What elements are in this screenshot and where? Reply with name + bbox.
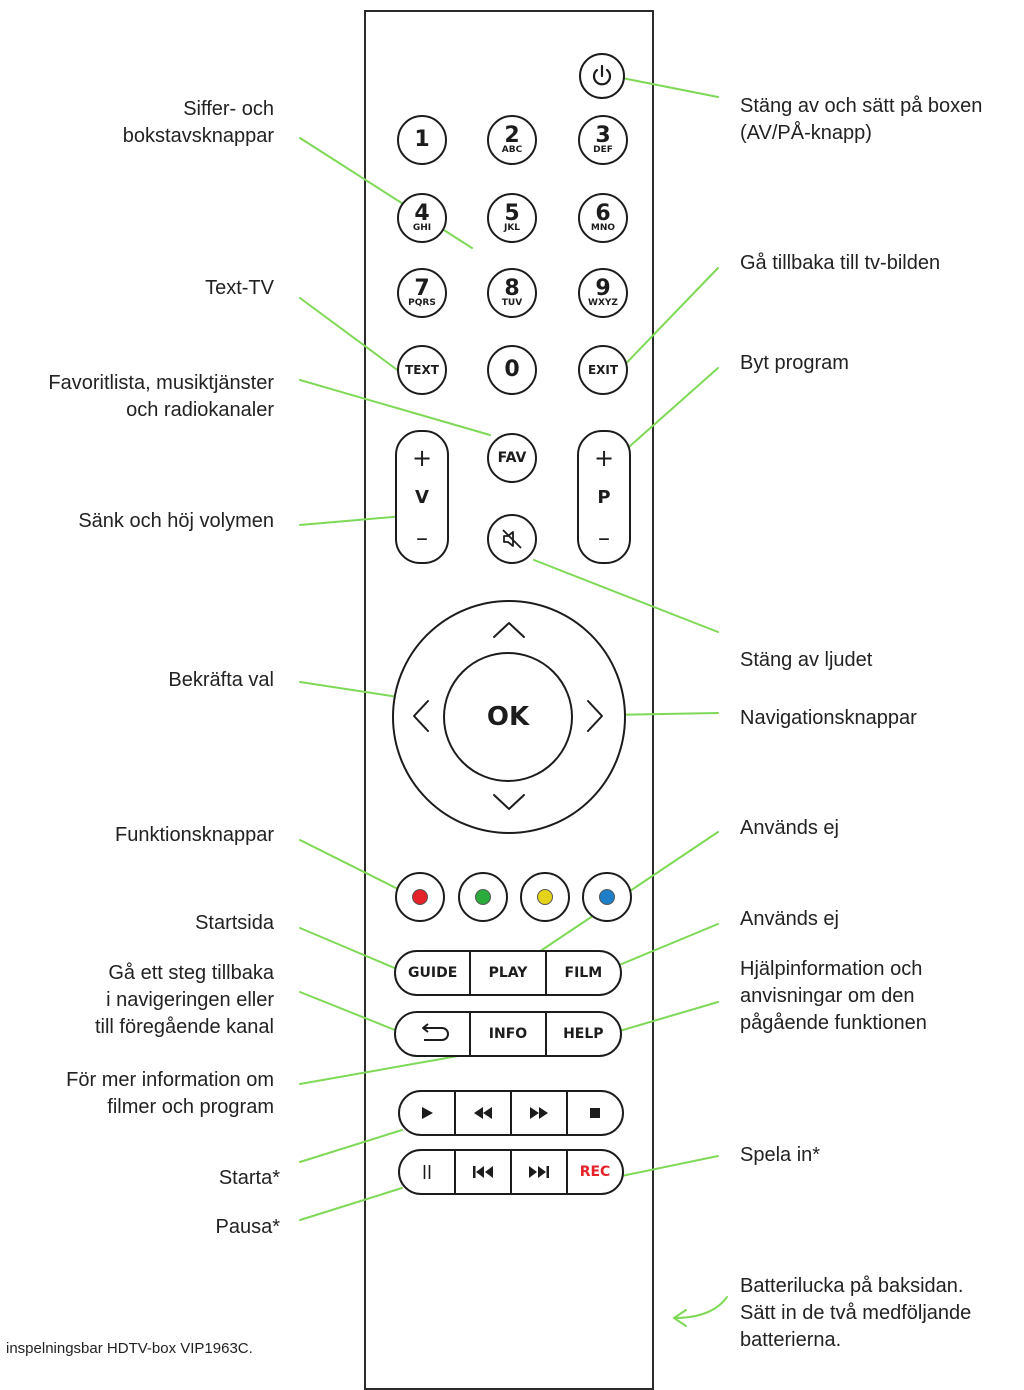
leader-line-play — [299, 1129, 403, 1163]
leader-line-text-tv — [299, 297, 401, 373]
yellow-function-button[interactable] — [520, 872, 570, 922]
volume-rocker[interactable]: + V – — [395, 430, 449, 564]
film-button[interactable]: FILM — [544, 952, 620, 994]
label-info: För mer information om filmer och progra… — [66, 1069, 274, 1118]
leader-line-favorites — [299, 379, 491, 436]
skip-forward-button[interactable] — [510, 1151, 566, 1193]
label-pause: Pausa* — [215, 1216, 281, 1238]
rewind-icon — [474, 1107, 492, 1119]
label-navigation: Navigationsknappar — [740, 707, 917, 729]
skip-back-button[interactable] — [454, 1151, 510, 1193]
leader-line-start — [299, 927, 405, 973]
back-arrow-icon — [421, 1023, 449, 1041]
green-function-button[interactable] — [458, 872, 508, 922]
leader-line-pause — [299, 1187, 403, 1221]
transport-row-2: REC — [398, 1149, 624, 1195]
play-menu-button[interactable]: PLAY — [469, 952, 544, 994]
leader-line-unused-2 — [611, 923, 719, 969]
guide-play-film-bar: GUIDE PLAY FILM — [394, 950, 622, 996]
fav-button[interactable]: FAV — [487, 433, 537, 483]
stop-icon — [590, 1108, 600, 1118]
label-back: Gå ett steg tillbaka i navigeringen elle… — [94, 962, 274, 1038]
label-start-page: Startsida — [195, 912, 274, 934]
play-icon — [422, 1107, 433, 1119]
label-digit-keys: Siffer- och bokstavsknappar — [122, 98, 274, 147]
text-tv-button[interactable]: TEXT — [397, 345, 447, 395]
leader-line-function — [299, 839, 407, 894]
fast-forward-icon — [530, 1107, 548, 1119]
info-button[interactable]: INFO — [469, 1013, 544, 1055]
volume-down-button[interactable]: – — [416, 524, 428, 552]
label-text-tv: Text-TV — [205, 277, 274, 299]
leader-line-exit — [609, 267, 719, 381]
label-record: Spela in* — [740, 1144, 821, 1166]
transport-row-1 — [398, 1090, 624, 1136]
digit-button-0[interactable]: 0 — [487, 345, 537, 395]
label-function-keys: Funktionsknappar — [115, 824, 274, 846]
leader-line-mute — [533, 559, 719, 633]
play-button[interactable] — [400, 1092, 454, 1134]
label-exit: Gå tillbaka till tv-bilden — [740, 252, 941, 274]
rewind-button[interactable] — [454, 1092, 510, 1134]
label-program: Byt program — [740, 352, 849, 374]
label-mute: Stäng av ljudet — [740, 649, 873, 671]
leader-line-digits — [299, 137, 473, 249]
label-help: Hjälpinformation och anvisningar om den … — [740, 958, 927, 1034]
leader-line-volume — [299, 515, 405, 526]
label-confirm: Bekräfta val — [168, 669, 274, 691]
program-up-button[interactable]: + — [593, 444, 615, 472]
label-volume: Sänk och höj volymen — [78, 510, 274, 532]
green-dot — [475, 889, 491, 905]
power-button[interactable] — [579, 53, 625, 99]
skip-forward-icon — [529, 1166, 549, 1178]
label-unused-2: Används ej — [740, 908, 839, 930]
volume-up-button[interactable]: + — [411, 444, 433, 472]
program-label: P — [597, 487, 611, 508]
mute-button[interactable] — [487, 514, 537, 564]
label-favorites: Favoritlista, musiktjänster och radiokan… — [48, 372, 274, 421]
power-icon — [592, 64, 612, 86]
record-button[interactable]: REC — [566, 1151, 622, 1193]
back-info-help-bar: INFO HELP — [394, 1011, 622, 1057]
program-rocker[interactable]: + P – — [577, 430, 631, 564]
exit-button[interactable]: EXIT — [578, 345, 628, 395]
digit-button-1[interactable]: 1 — [397, 115, 447, 165]
help-button[interactable]: HELP — [544, 1013, 620, 1055]
leader-line-navigation — [607, 712, 719, 716]
footer-text: inspelningsbar HDTV-box VIP1963C. — [6, 1340, 253, 1357]
stop-button[interactable] — [566, 1092, 622, 1134]
label-battery: Batterilucka på baksidan. Sätt in de två… — [740, 1275, 972, 1351]
back-button[interactable] — [396, 1013, 469, 1055]
yellow-dot — [537, 889, 553, 905]
skip-back-icon — [473, 1166, 493, 1178]
leader-line-record — [611, 1155, 719, 1179]
label-play: Starta* — [218, 1167, 280, 1189]
pause-button[interactable] — [400, 1151, 454, 1193]
leader-line-help — [615, 1001, 719, 1033]
red-function-button[interactable] — [395, 872, 445, 922]
guide-button[interactable]: GUIDE — [408, 965, 458, 981]
label-unused-1: Används ej — [740, 817, 839, 839]
label-power: Stäng av och sätt på boxen (AV/PÅ-knapp) — [740, 95, 983, 144]
volume-label: V — [415, 487, 429, 508]
blue-dot — [599, 889, 615, 905]
pause-icon — [423, 1165, 431, 1179]
program-down-button[interactable]: – — [598, 524, 610, 552]
red-dot — [412, 889, 428, 905]
blue-function-button[interactable] — [582, 872, 632, 922]
mute-speaker-icon — [502, 529, 522, 549]
fast-forward-button[interactable] — [510, 1092, 566, 1134]
leader-line-power — [611, 75, 719, 98]
battery-arrow — [673, 1296, 728, 1327]
ok-button[interactable]: OK — [443, 652, 573, 782]
